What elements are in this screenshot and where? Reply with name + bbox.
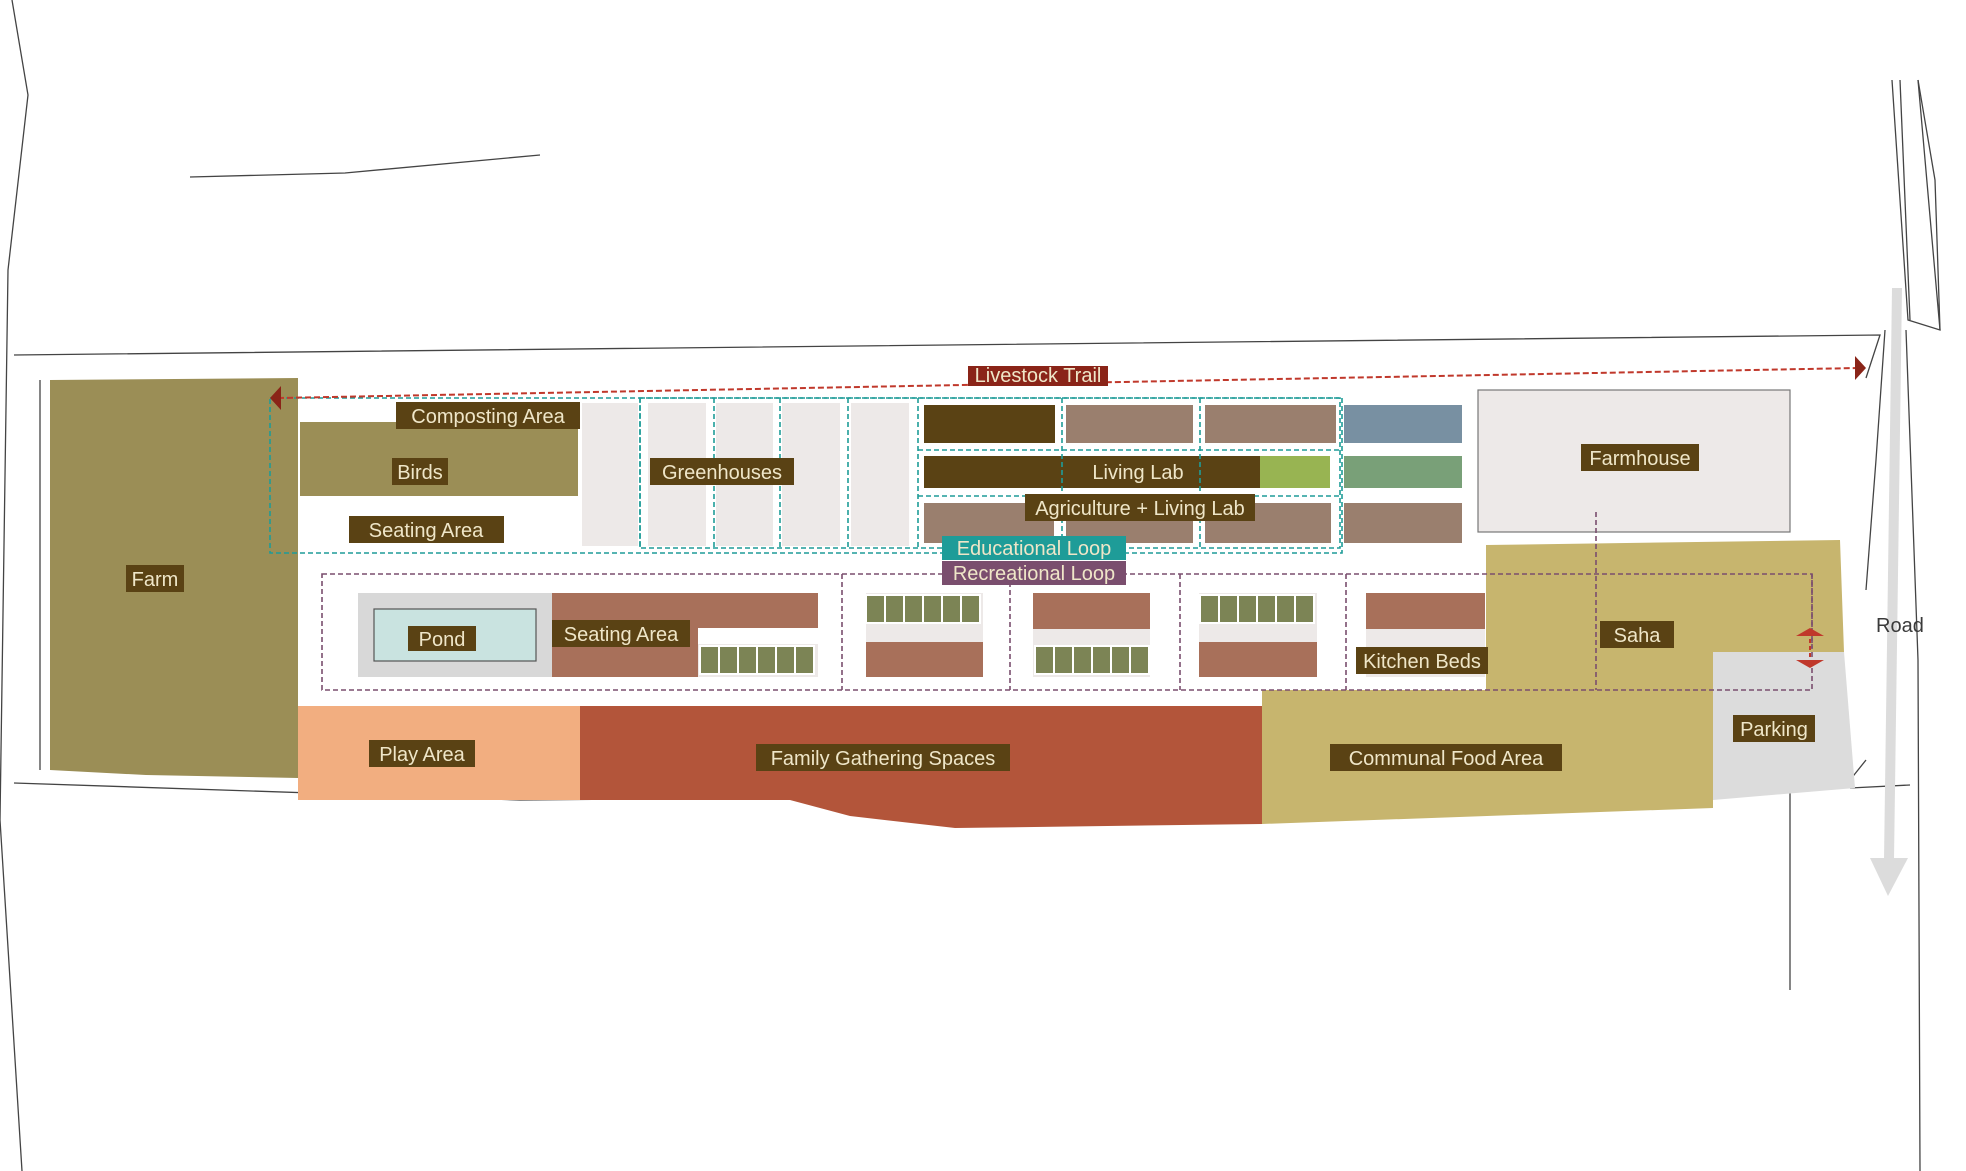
planter-box xyxy=(1034,645,1055,675)
planter-box xyxy=(1294,594,1315,624)
planter-box xyxy=(1275,594,1296,624)
planter-box xyxy=(1129,645,1150,675)
seating-bed xyxy=(866,642,983,677)
lab-plot xyxy=(1205,405,1336,443)
livestock-trail-path xyxy=(277,367,1859,399)
svg-text:Pond: Pond xyxy=(419,629,466,651)
svg-text:Farmhouse: Farmhouse xyxy=(1589,448,1690,470)
svg-text:Play Area: Play Area xyxy=(379,744,465,766)
greenhouse xyxy=(851,403,909,546)
svg-text:Parking: Parking xyxy=(1740,719,1808,741)
label-agriculture-living-lab: Agriculture + Living Lab xyxy=(1025,494,1255,521)
label-educational-loop: Educational Loop xyxy=(942,536,1126,560)
planter-box xyxy=(960,594,981,624)
label-saha: Saha xyxy=(1600,621,1674,648)
lab-plot xyxy=(1344,503,1462,543)
planter-box xyxy=(1053,645,1074,675)
svg-text:Educational Loop: Educational Loop xyxy=(957,538,1112,560)
livestock-trail-arrow-right xyxy=(1855,356,1866,380)
planter-box xyxy=(699,645,720,675)
svg-text:Birds: Birds xyxy=(397,462,443,484)
svg-text:Recreational Loop: Recreational Loop xyxy=(953,563,1115,585)
label-road: Road xyxy=(1876,615,1924,637)
label-composting-area: Composting Area xyxy=(396,402,580,429)
label-farmhouse: Farmhouse xyxy=(1581,444,1699,471)
label-kitchen-beds: Kitchen Beds xyxy=(1356,647,1488,674)
seating-bed xyxy=(1199,642,1317,677)
planter-box xyxy=(794,645,815,675)
label-parking: Parking xyxy=(1733,715,1815,742)
label-seating-area-mid: Seating Area xyxy=(552,620,690,647)
lab-plot-dark xyxy=(924,405,1055,443)
planter-box xyxy=(1072,645,1093,675)
planter-box xyxy=(756,645,777,675)
lab-plot-blue xyxy=(1344,405,1462,443)
svg-text:Seating Area: Seating Area xyxy=(369,520,484,542)
lab-plot xyxy=(1066,405,1193,443)
svg-text:Agriculture + Living Lab: Agriculture + Living Lab xyxy=(1035,498,1245,520)
livestock-trail-arrow-left xyxy=(270,386,281,410)
svg-text:Saha: Saha xyxy=(1614,625,1662,647)
planter-box xyxy=(775,645,796,675)
planter-box xyxy=(922,594,943,624)
label-family-gathering-spaces: Family Gathering Spaces xyxy=(756,744,1010,771)
svg-text:Livestock Trail: Livestock Trail xyxy=(975,365,1102,387)
label-seating-area-top: Seating Area xyxy=(349,516,504,543)
svg-text:Composting Area: Composting Area xyxy=(411,406,565,428)
bed-divider xyxy=(698,628,818,644)
road-arrow-icon xyxy=(1870,288,1908,896)
planter-box xyxy=(865,594,886,624)
lab-plot-lime xyxy=(1260,456,1330,488)
planter-box xyxy=(941,594,962,624)
planter-box xyxy=(1091,645,1112,675)
saha-zone xyxy=(1486,540,1844,690)
planter-box xyxy=(737,645,758,675)
planter-box xyxy=(1237,594,1258,624)
planter-box xyxy=(1218,594,1239,624)
label-living-lab: Living Lab xyxy=(1092,462,1183,484)
planter-box xyxy=(718,645,739,675)
planter-box xyxy=(1110,645,1131,675)
entry-arrow xyxy=(1796,628,1824,668)
lab-plot-green xyxy=(1344,456,1462,488)
planter-box xyxy=(903,594,924,624)
label-recreational-loop: Recreational Loop xyxy=(942,561,1126,585)
svg-text:Kitchen Beds: Kitchen Beds xyxy=(1363,651,1481,673)
label-livestock-trail: Livestock Trail xyxy=(968,365,1108,387)
svg-text:Family Gathering Spaces: Family Gathering Spaces xyxy=(771,748,996,770)
svg-text:Greenhouses: Greenhouses xyxy=(662,462,782,484)
svg-text:Communal Food Area: Communal Food Area xyxy=(1349,748,1544,770)
svg-text:Road: Road xyxy=(1876,615,1924,637)
planter-box xyxy=(1256,594,1277,624)
label-birds: Birds xyxy=(392,458,448,485)
kitchen-beds-row xyxy=(552,593,1485,677)
planter-boxes xyxy=(699,594,1315,675)
seating-bed xyxy=(1033,593,1150,629)
label-communal-food-area: Communal Food Area xyxy=(1330,744,1562,771)
label-pond: Pond xyxy=(408,626,476,651)
seating-bed xyxy=(1366,593,1485,629)
planter-box xyxy=(884,594,905,624)
label-farm: Farm xyxy=(126,565,184,592)
greenhouse xyxy=(582,403,638,546)
planter-box xyxy=(1199,594,1220,624)
svg-text:Living Lab: Living Lab xyxy=(1092,462,1183,484)
living-lab-bar xyxy=(924,456,1260,488)
label-greenhouses: Greenhouses xyxy=(650,458,794,485)
label-play-area: Play Area xyxy=(369,740,475,767)
svg-text:Seating Area: Seating Area xyxy=(564,624,679,646)
svg-text:Farm: Farm xyxy=(132,569,179,591)
